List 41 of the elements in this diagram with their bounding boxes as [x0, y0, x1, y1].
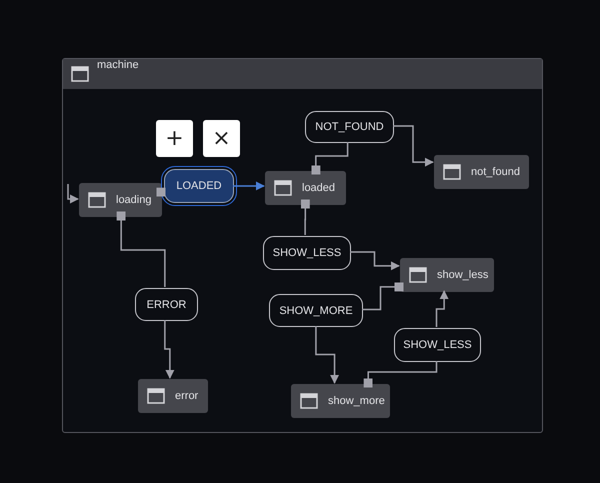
- state-box: [400, 258, 494, 292]
- state-name: show_less: [437, 269, 488, 281]
- event-name: SHOW_MORE: [279, 304, 353, 316]
- state-box: [138, 379, 208, 413]
- transition-arrow: [233, 181, 265, 190]
- transition-line: [362, 282, 404, 310]
- state-name: not_found: [471, 166, 520, 178]
- transition-line: [156, 188, 166, 197]
- transition-arrow: [436, 290, 449, 327]
- event-name: SHOW_LESS: [403, 339, 472, 351]
- state-name: error: [175, 390, 198, 402]
- event-pill: [164, 169, 234, 203]
- event-pill: [135, 288, 198, 321]
- event-name: ERROR: [146, 298, 186, 310]
- transition-line: [300, 200, 310, 235]
- event-pill: [269, 294, 363, 327]
- event-name: NOT_FOUND: [315, 121, 384, 133]
- transition-arrow: [393, 125, 434, 167]
- state-box: [291, 384, 390, 418]
- state-box: [79, 183, 162, 217]
- state-name: show_more: [328, 395, 385, 407]
- transition-line: [116, 212, 166, 287]
- transition-arrow: [315, 326, 340, 384]
- event-pill: [263, 236, 351, 270]
- event-name: SHOW_LESS: [272, 247, 342, 259]
- close-button: ×: [203, 120, 240, 157]
- transition-line: [311, 142, 348, 174]
- event-pill: [394, 328, 481, 362]
- transition-arrow: [67, 184, 79, 204]
- add-button: +: [156, 120, 193, 157]
- state-name: loaded: [302, 182, 336, 194]
- machine-name: machine: [97, 59, 139, 71]
- transition-arrow: [164, 320, 174, 379]
- event-name: LOADED: [176, 180, 222, 192]
- event-pill: [305, 111, 394, 143]
- state-box: [265, 171, 346, 205]
- state-name: loading: [116, 194, 152, 206]
- state-box: [434, 155, 529, 189]
- machine-container: [62, 58, 543, 433]
- transition-line: [364, 361, 438, 388]
- transition-arrow: [350, 251, 400, 270]
